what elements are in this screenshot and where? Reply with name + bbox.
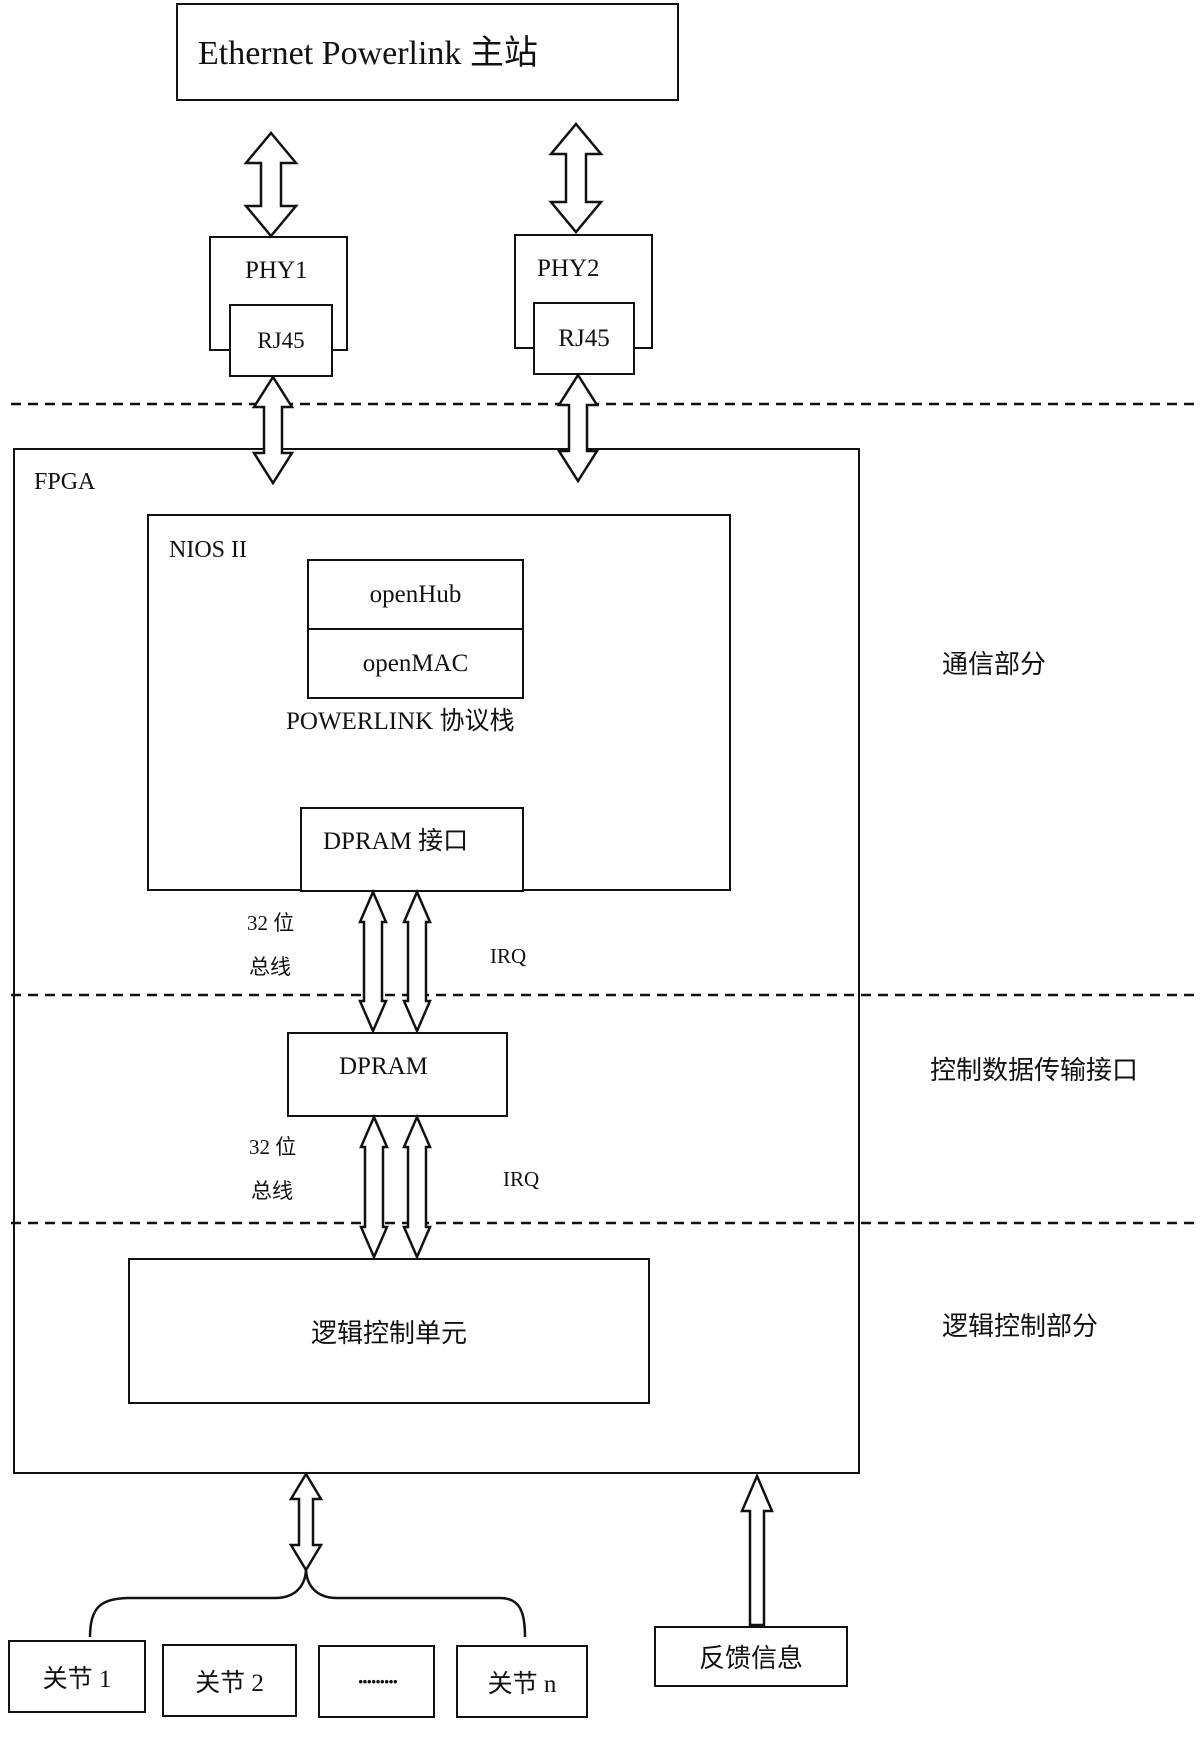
joints-brace bbox=[88, 1567, 527, 1638]
section-label-data-interface: 控制数据传输接口 bbox=[930, 1056, 1139, 1085]
dpram-interface-box: DPRAM 接口 bbox=[300, 807, 524, 892]
phy1-label: PHY1 bbox=[245, 257, 308, 284]
master-station-label: Ethernet Powerlink 主站 bbox=[198, 35, 538, 72]
phy2-rj45-label: RJ45 bbox=[558, 324, 610, 352]
dpram-box: DPRAM bbox=[287, 1032, 508, 1117]
openhub-box: openHub bbox=[307, 559, 524, 630]
fpga-label: FPGA bbox=[34, 469, 96, 495]
phy1-rj45-box: RJ45 bbox=[229, 304, 333, 377]
powerlink-stack-label: POWERLINK 协议栈 bbox=[286, 708, 515, 735]
phy2-label: PHY2 bbox=[537, 255, 600, 282]
joint-ellipsis-label: ········· bbox=[356, 1668, 399, 1694]
logic-control-unit-label: 逻辑控制单元 bbox=[310, 1318, 467, 1348]
phy1-rj45-label: RJ45 bbox=[257, 327, 305, 353]
section-label-communication: 通信部分 bbox=[942, 650, 1047, 679]
joint-box: 关节 2 bbox=[162, 1644, 297, 1717]
dpram-label: DPRAM bbox=[339, 1053, 428, 1080]
joints-bus-arrow bbox=[288, 1471, 324, 1573]
joint-label: 关节 1 bbox=[42, 1665, 112, 1693]
openmac-label: openMAC bbox=[362, 649, 469, 677]
master-phy1-arrow bbox=[243, 131, 299, 238]
joint-box: 关节 n bbox=[456, 1645, 588, 1718]
openmac-box: openMAC bbox=[307, 628, 524, 699]
lower-irq-label: IRQ bbox=[503, 1167, 540, 1191]
joint-box: 关节 1 bbox=[8, 1640, 146, 1713]
feedback-box: 反馈信息 bbox=[654, 1626, 848, 1687]
lower-bus-width-label: 32 位 bbox=[249, 1135, 297, 1159]
phy2-rj45-box: RJ45 bbox=[533, 302, 635, 375]
master-station-box: Ethernet Powerlink 主站 bbox=[176, 3, 679, 101]
joint-label: 关节 n bbox=[487, 1670, 557, 1698]
openhub-label: openHub bbox=[369, 580, 462, 608]
upper-irq-label: IRQ bbox=[490, 944, 527, 968]
feedback-arrow bbox=[740, 1472, 774, 1627]
nios-label: NIOS II bbox=[169, 537, 247, 563]
master-phy2-arrow bbox=[548, 122, 604, 234]
section-label-logic-control: 逻辑控制部分 bbox=[942, 1312, 1099, 1341]
joint-label: 关节 2 bbox=[195, 1669, 264, 1697]
joint-ellipsis-box: ········· bbox=[318, 1645, 435, 1718]
feedback-label: 反馈信息 bbox=[698, 1644, 803, 1673]
upper-bus-width-label: 32 位 bbox=[247, 911, 295, 935]
upper-bus-label: 总线 bbox=[249, 955, 291, 979]
logic-control-unit-box: 逻辑控制单元 bbox=[128, 1258, 650, 1404]
lower-bus-label: 总线 bbox=[251, 1179, 293, 1203]
dpram-interface-label: DPRAM 接口 bbox=[323, 828, 469, 855]
